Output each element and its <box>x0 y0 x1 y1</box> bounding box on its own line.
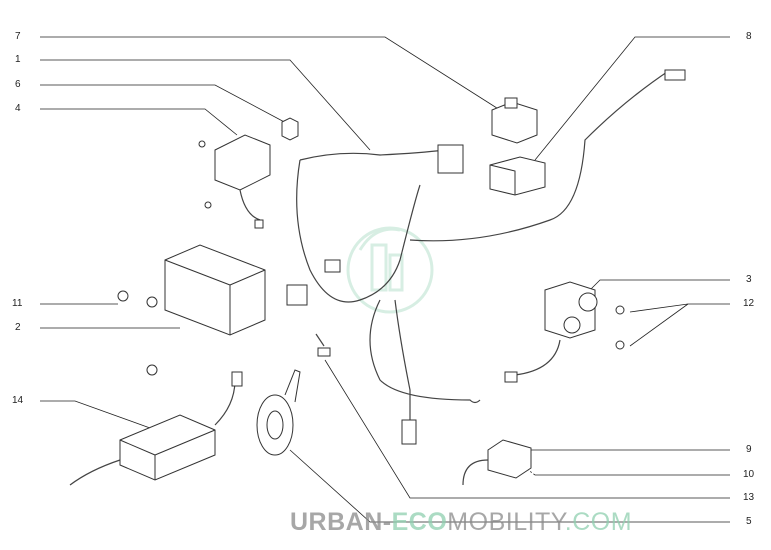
fuse-box-part-8 <box>489 156 546 196</box>
leader-8 <box>534 36 730 161</box>
leader-12a <box>629 303 730 313</box>
charger-part-14 <box>69 371 243 486</box>
relay-part-7 <box>491 97 538 144</box>
leader-14 <box>40 400 151 429</box>
watermark: URBAN-ECOMOBILITY.COM <box>290 508 632 537</box>
leader-1 <box>40 59 371 151</box>
leader-7 <box>40 36 501 111</box>
callout-label-2: 2 <box>15 322 21 333</box>
horn-part-5 <box>256 369 301 456</box>
main-harness-part-1 <box>286 69 686 445</box>
callout-label-1: 1 <box>15 54 21 65</box>
callout-label-13: 13 <box>743 492 755 503</box>
callout-label-6: 6 <box>15 79 21 90</box>
ignition-switch-part-3 <box>504 281 625 383</box>
callout-label-11: 11 <box>12 298 23 309</box>
clip-part-6 <box>281 117 299 141</box>
leader-lines <box>40 36 730 523</box>
leader-6 <box>40 84 291 126</box>
leader-13 <box>324 359 730 499</box>
leader-4 <box>40 108 238 136</box>
callout-label-9: 9 <box>746 444 752 455</box>
callout-label-14: 14 <box>12 395 24 406</box>
callout-label-8: 8 <box>746 31 752 42</box>
callout-label-10: 10 <box>743 469 755 480</box>
leader-3 <box>587 279 730 293</box>
leader-5 <box>289 449 730 523</box>
callout-label-7: 7 <box>15 31 21 42</box>
callout-label-3: 3 <box>746 274 752 285</box>
watermark-mobility: MOBILITY <box>447 508 565 536</box>
watermark-com: .COM <box>564 508 633 536</box>
watermark-urban: URBAN- <box>290 508 392 536</box>
module-part-9 <box>462 439 532 486</box>
converter-part-4 <box>198 134 271 229</box>
callout-label-4: 4 <box>15 103 21 114</box>
watermark-eco: ECO <box>391 508 448 536</box>
leader-12b <box>629 303 689 347</box>
callout-label-12: 12 <box>743 298 755 309</box>
callout-label-5: 5 <box>746 516 752 527</box>
bolt-part-13 <box>315 333 331 357</box>
controller-part-2 <box>117 244 266 376</box>
